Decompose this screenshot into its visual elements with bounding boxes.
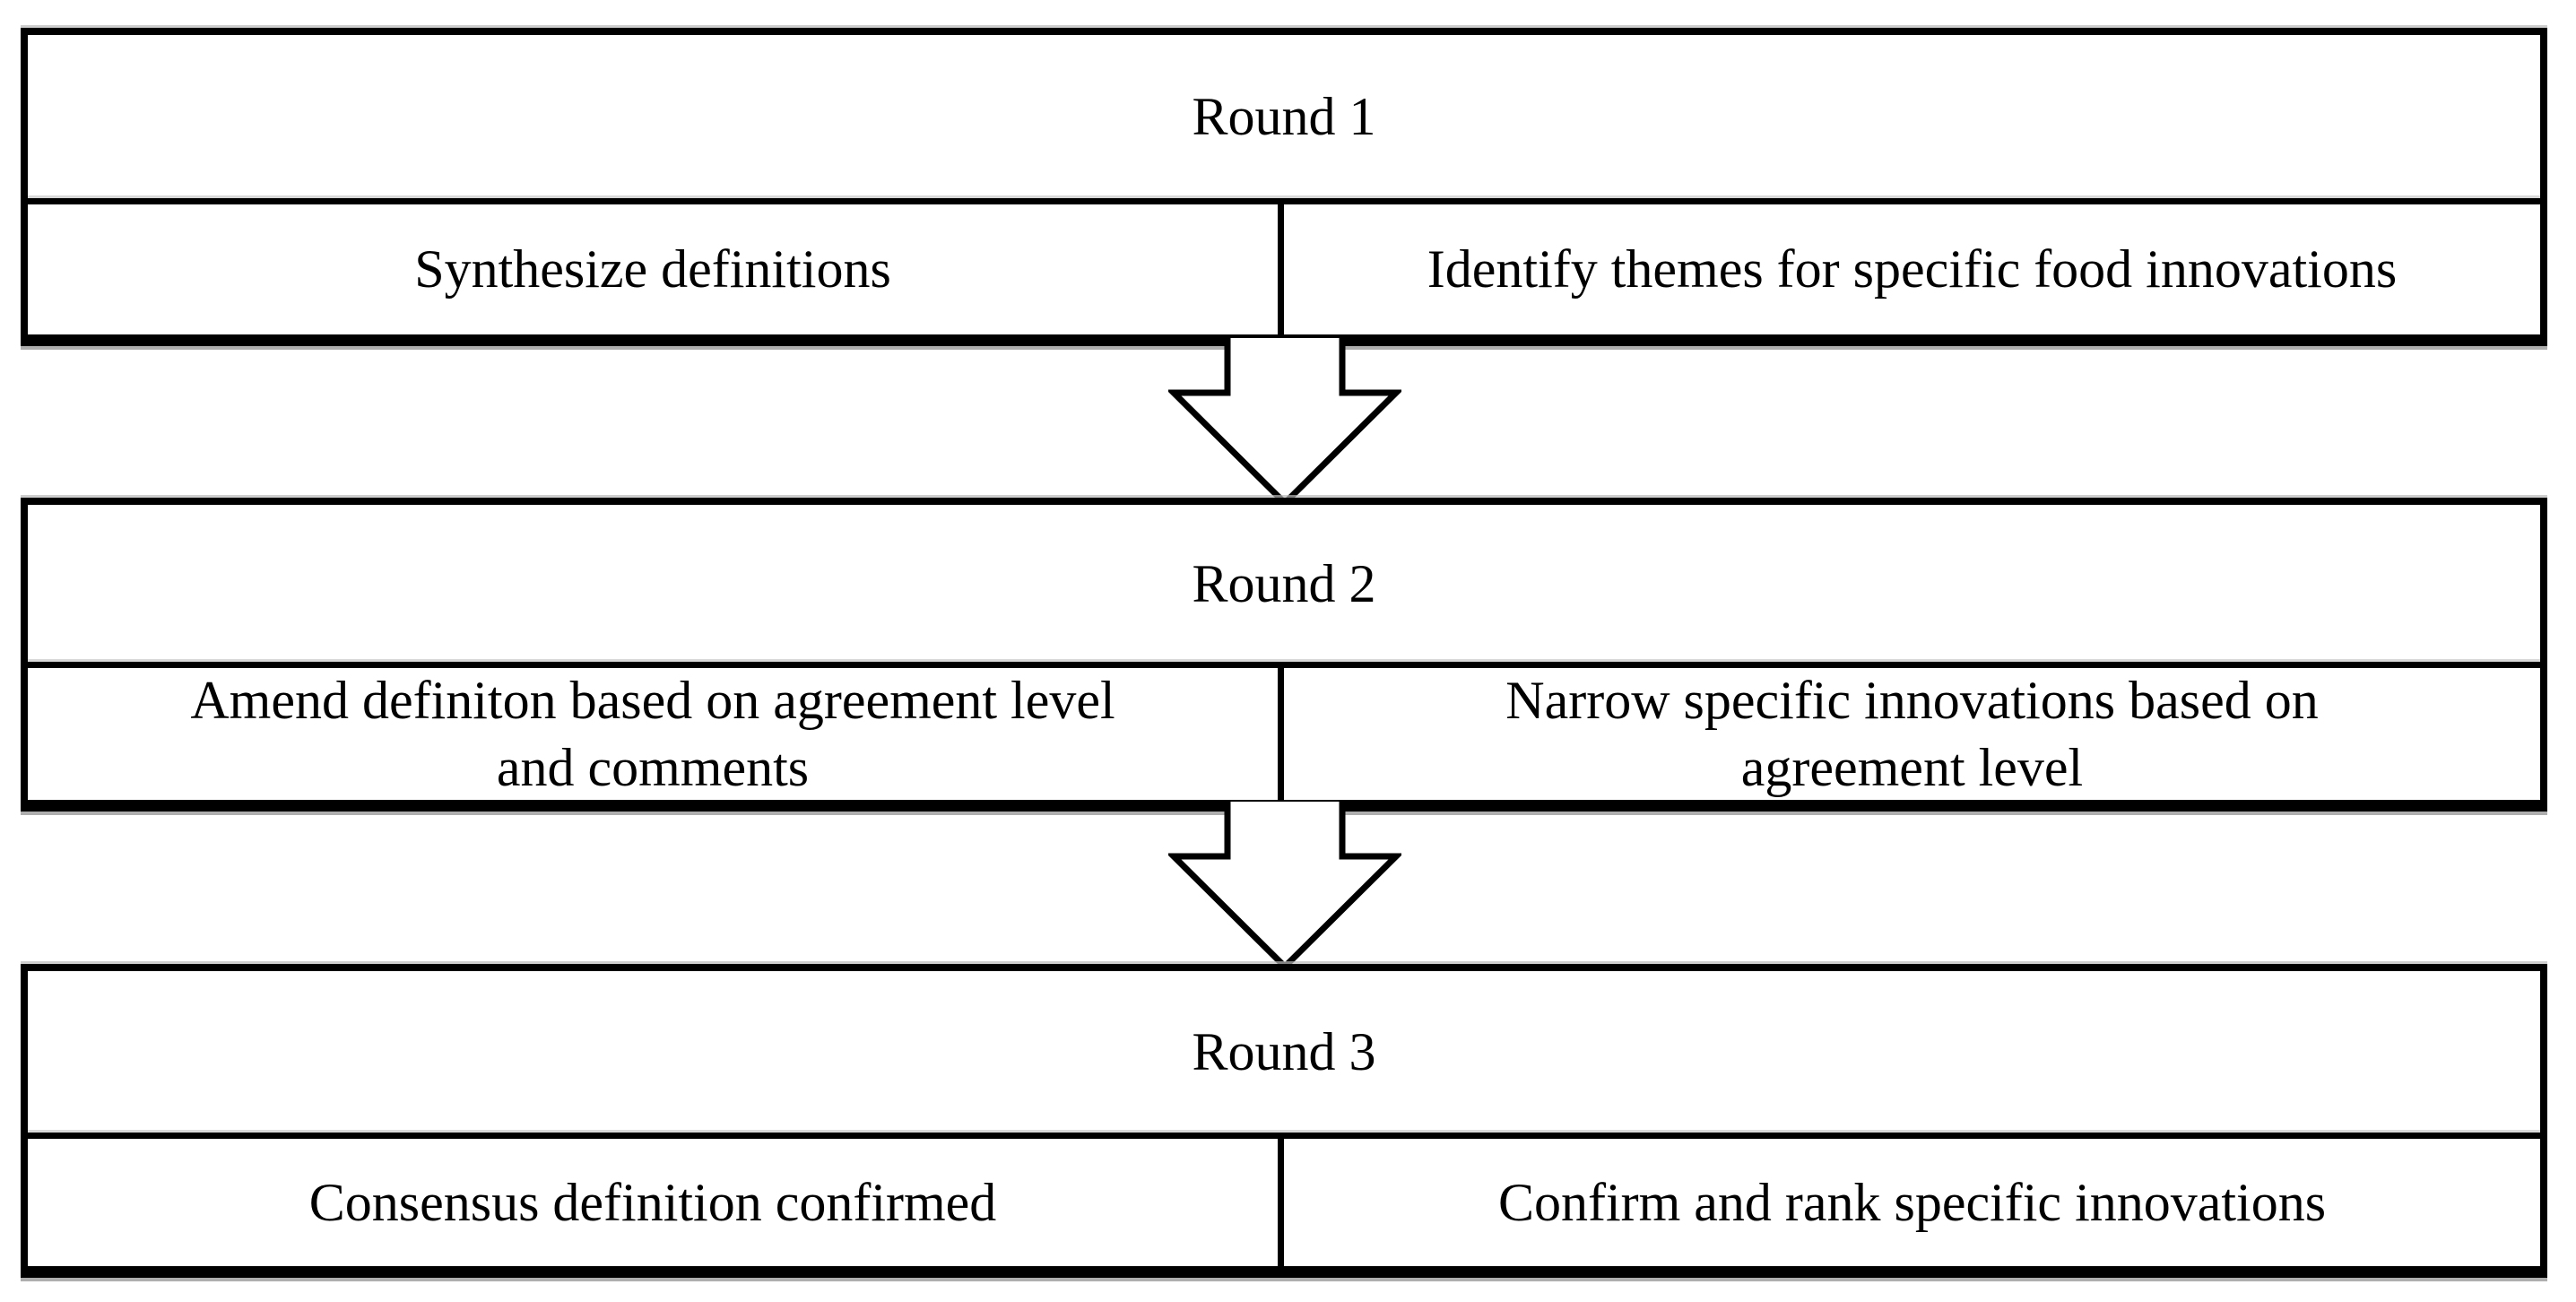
round-1-cells: Synthesize definitions Identify themes f…	[28, 204, 2540, 334]
round-3-left-cell: Consensus definition confirmed	[28, 1139, 1284, 1266]
round-2-left-cell: Amend definiton based on agreement level…	[28, 668, 1284, 800]
round-1-left-cell: Synthesize definitions	[28, 204, 1284, 334]
round-3-cells: Consensus definition confirmed Confirm a…	[28, 1139, 2540, 1266]
down-arrow-1	[1168, 338, 1401, 510]
down-arrow-icon	[1168, 338, 1401, 508]
round-2-title: Round 2	[28, 505, 2540, 668]
round-3-title: Round 3	[28, 971, 2540, 1139]
down-arrow-2	[1168, 802, 1401, 974]
round-2-cells: Amend definiton based on agreement level…	[28, 668, 2540, 800]
round-1-right-cell: Identify themes for specific food innova…	[1427, 239, 2398, 299]
down-arrow-icon	[1168, 802, 1401, 971]
round-1-box: Round 1 Synthesize definitions Identify …	[21, 28, 2547, 346]
round-3-right-cell: Confirm and rank specific innovations	[1497, 1172, 2327, 1232]
round-1-title: Round 1	[28, 35, 2540, 204]
round-3-box: Round 3 Consensus definition confirmed C…	[21, 964, 2547, 1278]
round-2-box: Round 2 Amend definiton based on agreeme…	[21, 498, 2547, 812]
round-2-right-cell: Narrow specific innovations based on agr…	[1505, 670, 2319, 797]
